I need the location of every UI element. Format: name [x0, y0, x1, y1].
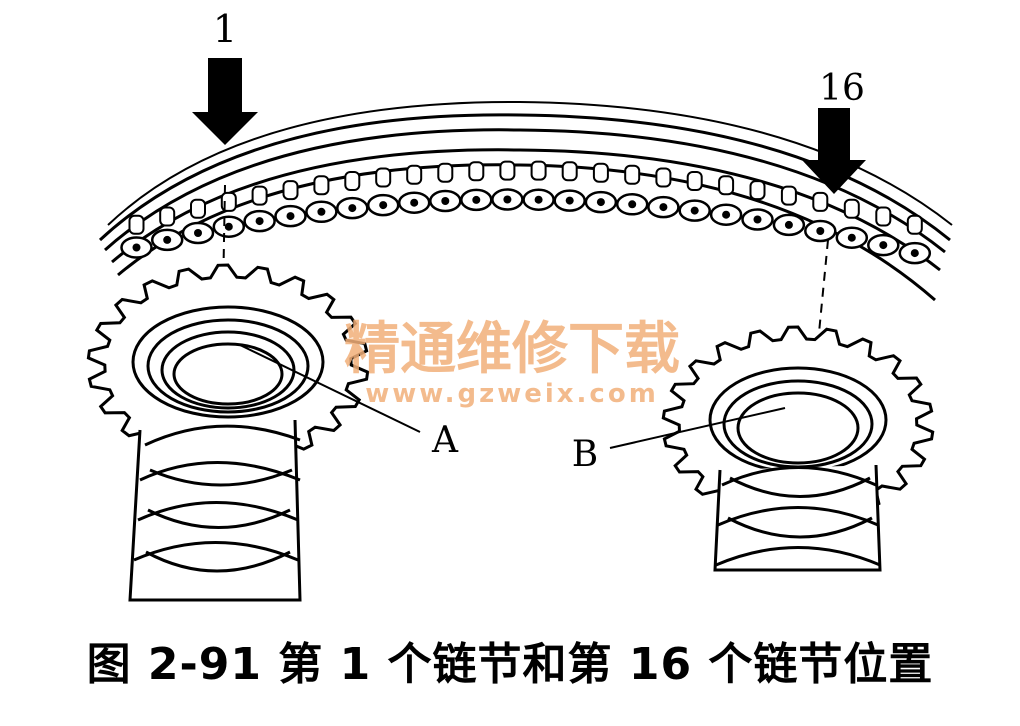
chain-roller [190, 198, 206, 219]
chain-roller [282, 180, 299, 201]
chain-roller [592, 162, 609, 183]
chain-roller [437, 162, 454, 183]
chain-roller [499, 160, 516, 181]
label-b: B [572, 434, 598, 475]
figure-caption: 图 2-91 第 1 个链节和第 16 个链节位置 [86, 639, 934, 690]
chain-roller [875, 206, 892, 227]
chain-roller [718, 175, 735, 196]
chain-roller [780, 185, 797, 206]
chain-pin [722, 210, 731, 219]
chain-pin [194, 229, 202, 237]
chain-pin [784, 220, 793, 229]
link-marker-left: 1 [213, 7, 237, 51]
chain-pin [659, 203, 668, 212]
chain-roller [686, 171, 703, 191]
chain-pin [441, 197, 450, 205]
chain-pin [317, 207, 326, 216]
chain-pin [910, 249, 919, 258]
chain-pin [348, 204, 357, 213]
chain-pin [879, 241, 888, 250]
link-marker-right: 16 [819, 68, 865, 109]
chain-pin [163, 235, 172, 244]
chain-pin [847, 233, 856, 242]
chain-pin [503, 195, 512, 204]
chain-roller [313, 175, 330, 196]
right-sprocket [661, 325, 935, 572]
label-a: A [431, 420, 459, 461]
left-sprocket [86, 263, 370, 602]
chain-pin [816, 227, 825, 235]
chain-pin [596, 198, 605, 207]
chain-pin [410, 198, 419, 207]
chain-roller [812, 191, 829, 212]
chain-pin [534, 195, 543, 204]
arrow-left-marker [192, 58, 258, 145]
arrow-right-marker [802, 108, 866, 194]
chain-roller [624, 164, 641, 185]
chain-roller [159, 206, 176, 227]
chain-pin [132, 243, 141, 252]
chain-pin [224, 222, 233, 231]
chain-roller [749, 180, 766, 201]
chain-roller [251, 185, 268, 206]
chain-pin [628, 200, 637, 209]
chain-roller [655, 167, 672, 188]
leader-lines [239, 344, 786, 449]
watermark: 精通维修下载 www.gzweix.com [344, 317, 680, 409]
chain-pin [255, 217, 264, 226]
chain-roller [906, 214, 923, 235]
chain-pin [379, 201, 388, 210]
chain-roller [344, 171, 361, 191]
chain-pin [565, 196, 574, 205]
watermark-text: 精通维修下载 [344, 317, 680, 382]
chain-roller [468, 161, 485, 182]
chain-roller [530, 160, 547, 181]
chain-links [120, 160, 932, 265]
chain-roller [375, 167, 392, 188]
chain-roller [561, 161, 578, 182]
chain-roller [843, 198, 860, 219]
chain-pin [286, 212, 295, 221]
chain-pin [753, 215, 762, 224]
chain-pin [690, 206, 699, 215]
chain-pin [472, 195, 481, 204]
chain-roller [128, 214, 145, 235]
chain-roller [406, 164, 423, 185]
watermark-url: www.gzweix.com [365, 379, 659, 409]
